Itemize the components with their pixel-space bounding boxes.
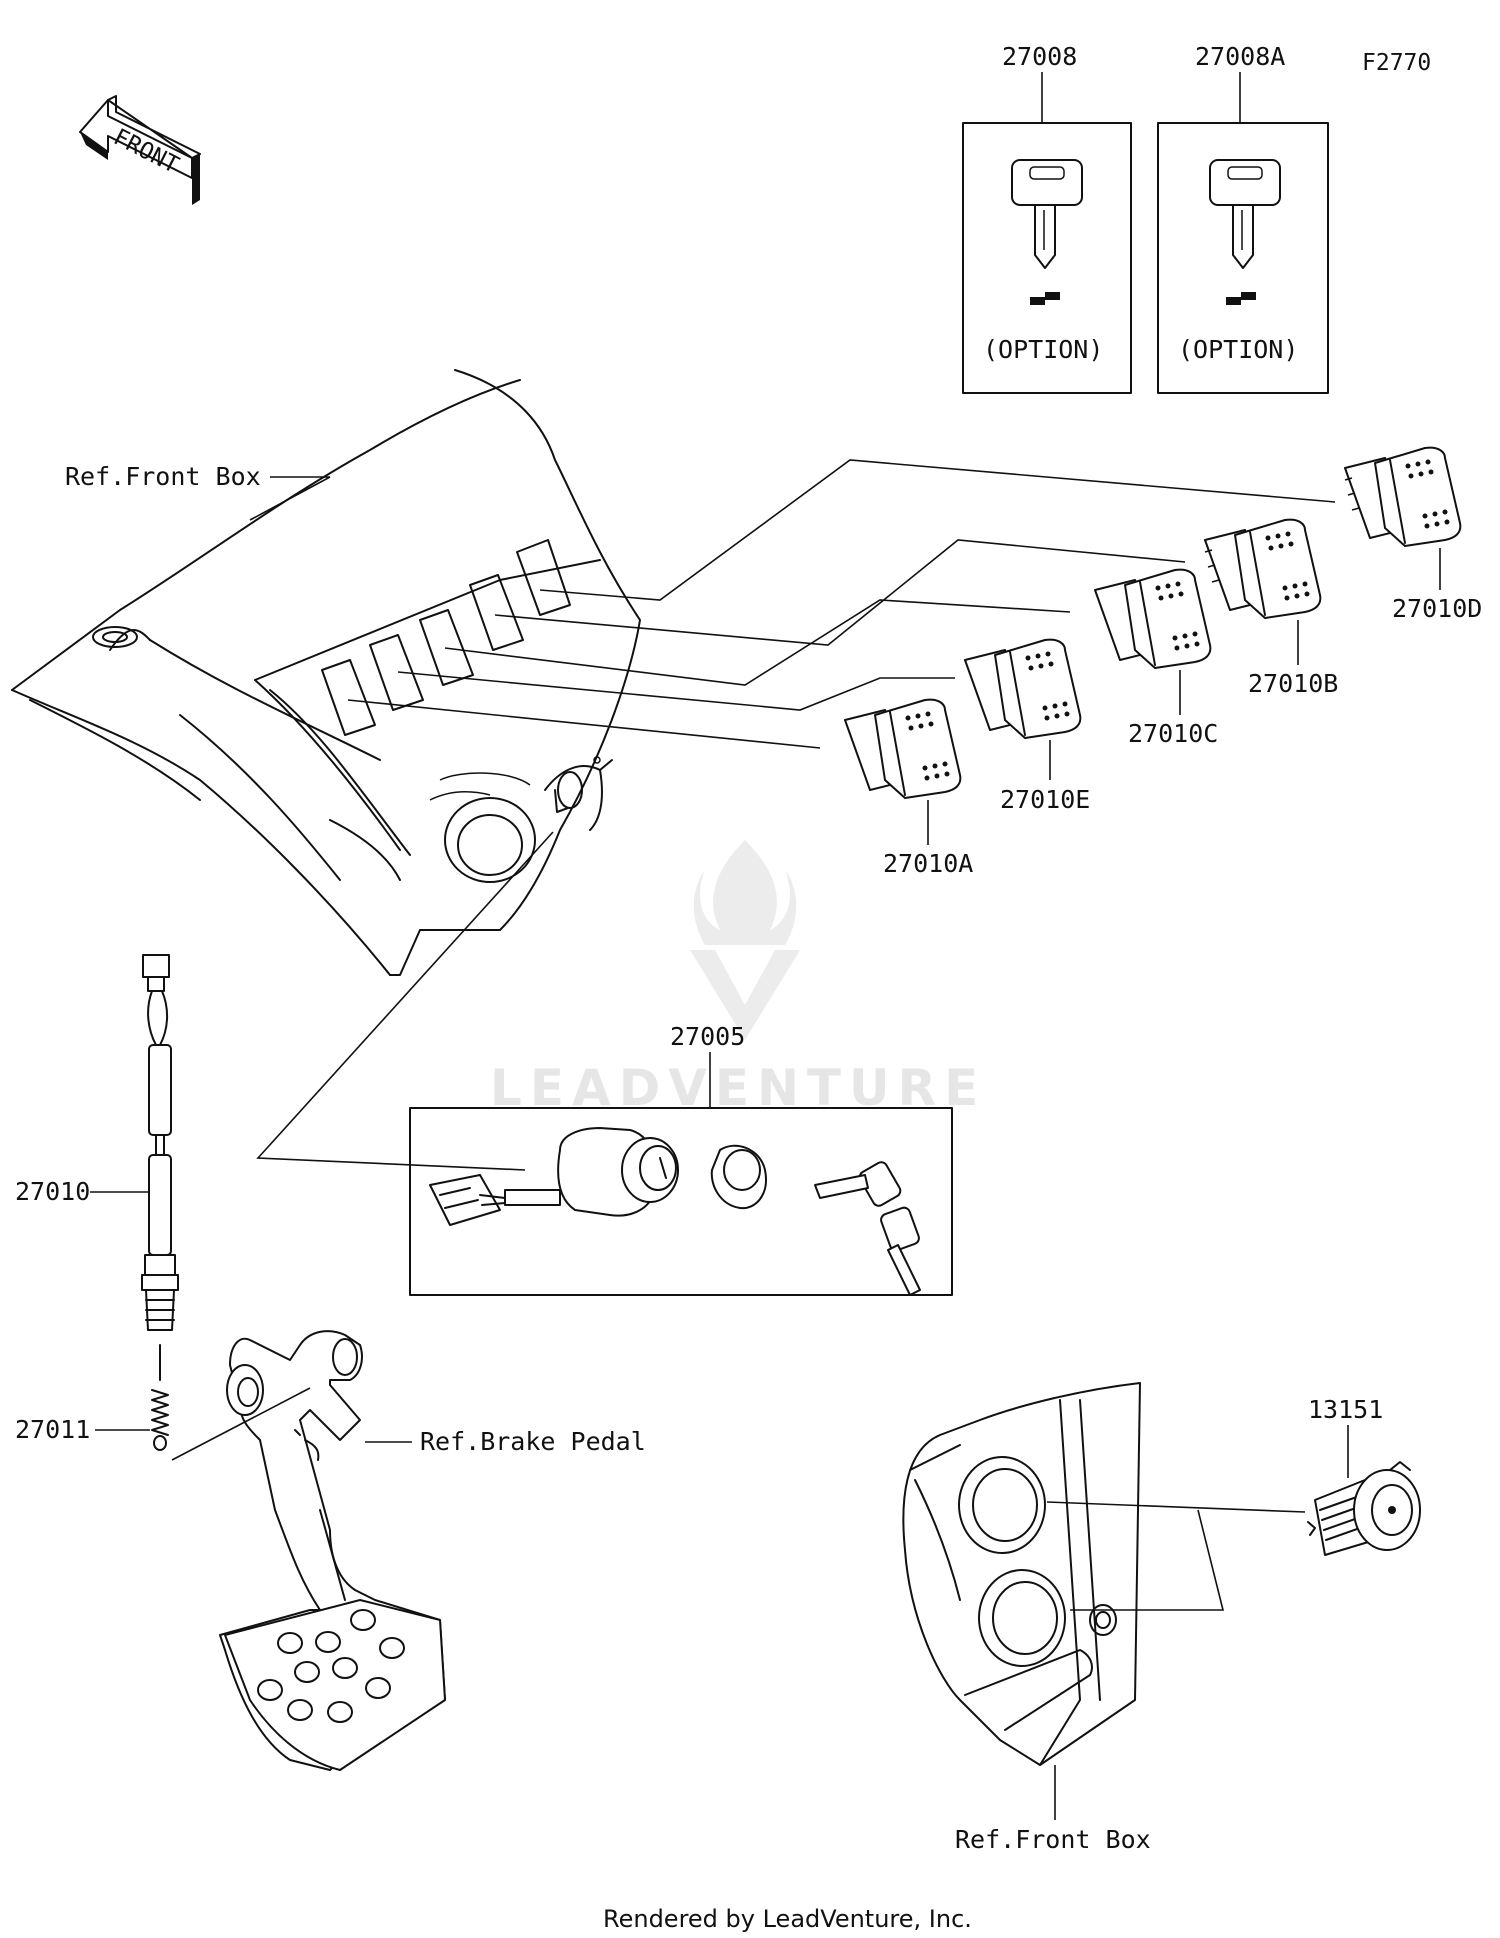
switch-label-27010b: 27010B (1248, 669, 1338, 698)
rocker-switch-27010a (844, 698, 962, 845)
front-arrow-label: FRONT (109, 124, 183, 179)
lower-front-box (902, 1382, 1141, 1820)
leadventure-watermark: LEADVENTURE (490, 840, 978, 1117)
ignition-switch (429, 1127, 679, 1226)
dash-panel (11, 369, 641, 976)
option-box-27008a: 27008A (OPTION) (1157, 42, 1329, 394)
option-note-27008a: (OPTION) (1178, 335, 1298, 364)
footer-credit: Rendered by LeadVenture, Inc. (603, 1905, 972, 1933)
part-label-13151: 13151 (1308, 1395, 1383, 1424)
part-label-27010: 27010 (15, 1177, 90, 1206)
rocker-switch-27010e (964, 638, 1082, 780)
return-spring (95, 1344, 169, 1451)
brake-pedal (171, 1330, 446, 1771)
rocker-switch-27010c (1094, 568, 1212, 715)
lock-nut (710, 1144, 767, 1210)
key-icon (1011, 159, 1083, 269)
option-note-27008: (OPTION) (983, 335, 1103, 364)
key-icon (814, 1161, 921, 1296)
figure-code: F2770 (1362, 50, 1431, 76)
accessory-socket: 13151 (1046, 1395, 1421, 1611)
switch-label-27010a: 27010A (883, 849, 973, 878)
option-box-27008: 27008 (OPTION) (962, 42, 1132, 394)
front-arrow-icon: FRONT (79, 95, 201, 205)
rocker-switch-27010d (1344, 446, 1462, 590)
part-label-27008a: 27008A (1195, 42, 1285, 71)
ref-front-box-top: Ref.Front Box (65, 462, 261, 491)
switch-label-27010e: 27010E (1000, 785, 1090, 814)
switch-label-27010d: 27010D (1392, 594, 1482, 623)
switch-leaders (347, 459, 1336, 749)
part-label-27005: 27005 (670, 1022, 745, 1051)
key-icon (1209, 159, 1281, 269)
switch-label-27010c: 27010C (1128, 719, 1218, 748)
part-label-27008: 27008 (1002, 42, 1077, 71)
ref-front-box-bottom: Ref.Front Box (955, 1825, 1151, 1854)
part-label-27011: 27011 (15, 1415, 90, 1444)
rocker-switch-27010b (1204, 518, 1322, 665)
ref-brake-pedal: Ref.Brake Pedal (420, 1427, 646, 1456)
brake-light-switch (90, 954, 179, 1331)
ignition-kit-box: 27005 (256, 831, 953, 1296)
